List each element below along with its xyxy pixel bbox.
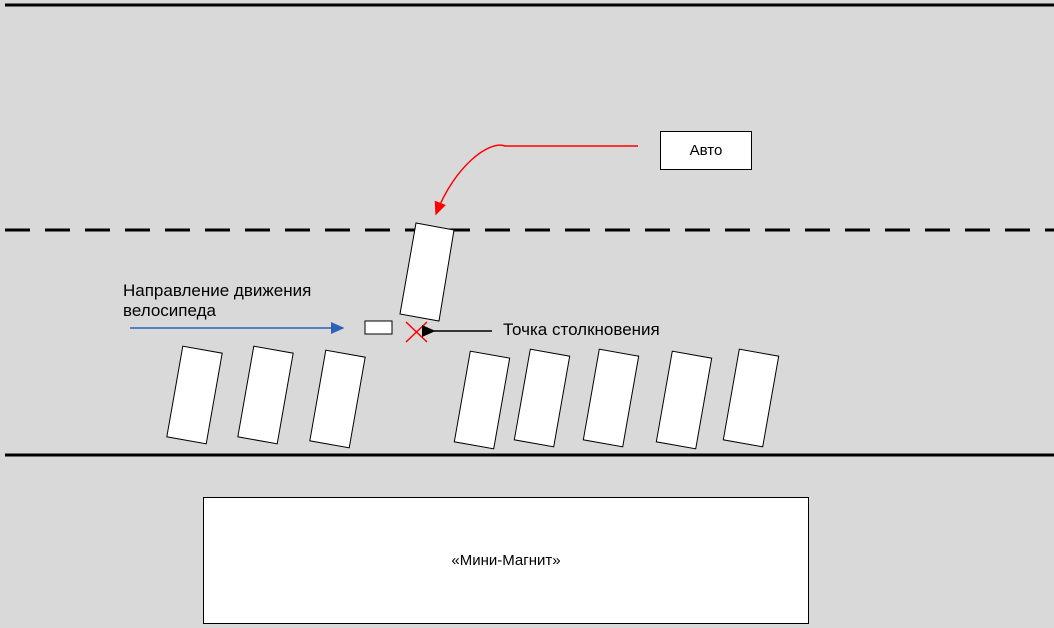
car-label: Авто <box>689 142 723 159</box>
bike-direction-line1: Направление движения <box>123 281 312 300</box>
moving-car <box>399 222 455 322</box>
car-label-box: Авто <box>660 131 752 170</box>
parked-car <box>166 345 223 445</box>
parked-car <box>453 350 511 450</box>
store-building: «Мини-Магнит» <box>203 497 809 624</box>
parked-car <box>309 349 366 449</box>
bike-direction-line2: велосипеда <box>123 301 216 320</box>
parked-car <box>513 348 571 448</box>
bike-direction-label: Направление движения велосипеда <box>123 281 311 321</box>
car-path-arrow <box>434 144 638 216</box>
bicycle <box>364 320 393 335</box>
parked-car <box>237 345 294 445</box>
parked-car <box>655 350 713 450</box>
collision-mark-icon <box>405 321 428 343</box>
store-label: «Мини-Магнит» <box>451 552 561 569</box>
collision-point-label: Точка столкновения <box>503 320 660 339</box>
parked-cars <box>166 345 780 450</box>
parked-car <box>582 348 640 448</box>
parked-car <box>722 348 780 448</box>
